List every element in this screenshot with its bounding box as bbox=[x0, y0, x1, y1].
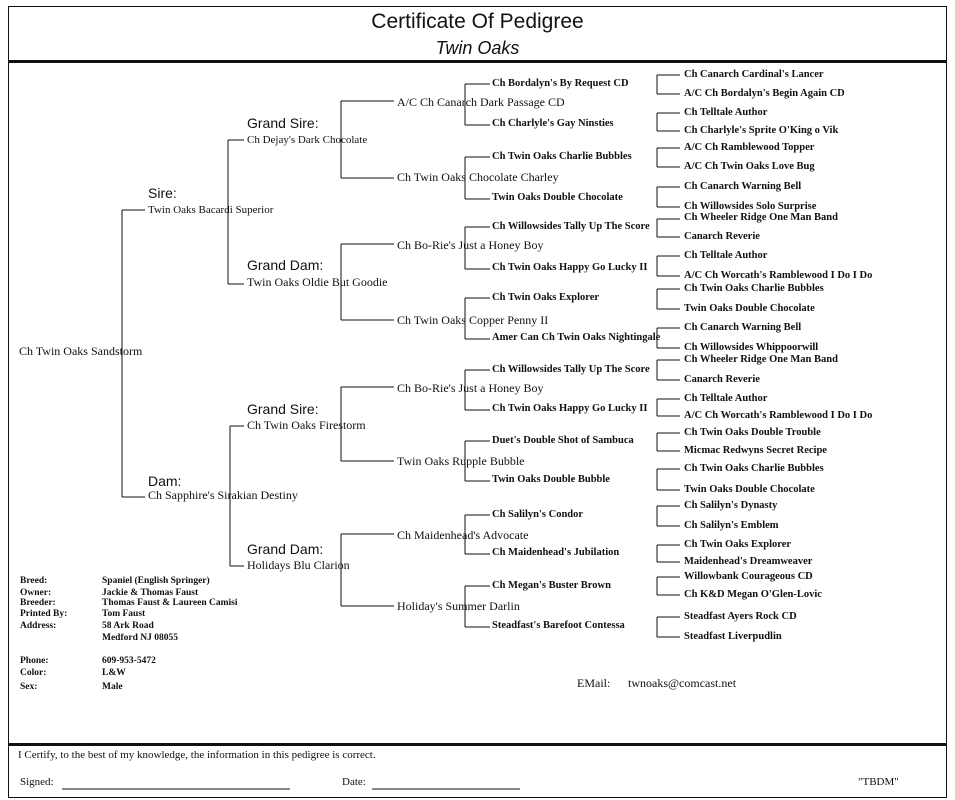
gen3-ancestor: Ch Bo-Rie's Just a Honey Boy bbox=[397, 381, 544, 395]
gen3-ancestor: Ch Bo-Rie's Just a Honey Boy bbox=[397, 238, 544, 252]
breed-label: Breed: bbox=[20, 576, 48, 586]
gen3-ancestor: Ch Twin Oaks Chocolate Charley bbox=[397, 170, 559, 184]
paternal-grand-dam-label: Grand Dam: bbox=[247, 257, 324, 273]
tbdm-mark: "TBDM" bbox=[858, 776, 899, 788]
certification-statement: I Certify, to the best of my knowledge, … bbox=[18, 749, 376, 761]
gen4-ancestor: Ch Twin Oaks Happy Go Lucky II bbox=[492, 262, 648, 273]
gen3-ancestor: Holiday's Summer Darlin bbox=[397, 599, 520, 613]
email-label: EMail: bbox=[577, 676, 611, 690]
gen5-ancestor: Steadfast Liverpudlin bbox=[684, 631, 782, 642]
gen3-ancestor: A/C Ch Canarch Dark Passage CD bbox=[397, 95, 565, 109]
signed-label: Signed: bbox=[20, 776, 54, 788]
gen5-ancestor: Maidenhead's Dreamweaver bbox=[684, 556, 813, 567]
gen5-ancestor: Canarch Reverie bbox=[684, 374, 760, 385]
gen5-ancestor: Ch Twin Oaks Charlie Bubbles bbox=[684, 463, 824, 474]
breeder-value: Thomas Faust & Laureen Camisi bbox=[102, 598, 238, 608]
printed-by-label: Printed By: bbox=[20, 609, 68, 619]
sire-label: Sire: bbox=[148, 185, 177, 201]
paternal-grand-sire-label: Grand Sire: bbox=[247, 115, 319, 131]
gen4-ancestor: Ch Twin Oaks Happy Go Lucky II bbox=[492, 403, 648, 414]
certificate-border bbox=[8, 6, 947, 798]
gen4-ancestor: Ch Charlyle's Gay Ninsties bbox=[492, 118, 614, 129]
printed-by-value: Tom Faust bbox=[102, 609, 146, 619]
gen4-ancestor: Twin Oaks Double Bubble bbox=[492, 474, 610, 485]
phone-value: 609-953-5472 bbox=[102, 656, 156, 666]
gen4-ancestor: Ch Twin Oaks Charlie Bubbles bbox=[492, 151, 632, 162]
maternal-grand-dam-label: Grand Dam: bbox=[247, 541, 324, 557]
sex-label: Sex: bbox=[20, 682, 38, 692]
dam-name: Ch Sapphire's Sirakian Destiny bbox=[148, 488, 298, 502]
gen5-ancestor: A/C Ch Worcath's Ramblewood I Do I Do bbox=[684, 410, 873, 421]
gen4-ancestor: Ch Maidenhead's Jubilation bbox=[492, 547, 620, 558]
maternal-grand-dam-name: Holidays Blu Clarion bbox=[247, 558, 350, 572]
gen5-ancestor: Ch Canarch Warning Bell bbox=[684, 322, 802, 333]
sire-name: Twin Oaks Bacardi Superior bbox=[148, 204, 274, 216]
certificate-title: Certificate Of Pedigree bbox=[371, 10, 584, 33]
gen4-ancestor: Steadfast's Barefoot Contessa bbox=[492, 620, 625, 631]
gen3-ancestor: Twin Oaks Rupple Bubble bbox=[397, 454, 525, 468]
gen4-ancestor: Ch Twin Oaks Explorer bbox=[492, 292, 600, 303]
gen5-ancestor: Ch Wheeler Ridge One Man Band bbox=[684, 212, 838, 223]
gen4-ancestor: Ch Willowsides Tally Up The Score bbox=[492, 221, 650, 232]
gen5-ancestor: Ch Salilyn's Dynasty bbox=[684, 500, 778, 511]
gen5-ancestor: Ch Telltale Author bbox=[684, 107, 768, 118]
gen5-ancestor: A/C Ch Twin Oaks Love Bug bbox=[684, 161, 815, 172]
gen4-ancestor: Duet's Double Shot of Sambuca bbox=[492, 435, 634, 446]
owner-value: Jackie & Thomas Faust bbox=[102, 588, 199, 598]
gen5-ancestor: Twin Oaks Double Chocolate bbox=[684, 303, 815, 314]
gen5-ancestor: Willowbank Courageous CD bbox=[684, 571, 813, 582]
gen5-ancestor: Ch K&D Megan O'Glen-Lovic bbox=[684, 589, 822, 600]
gen5-ancestor: Canarch Reverie bbox=[684, 231, 760, 242]
gen5-ancestor: Ch Charlyle's Sprite O'King o Vik bbox=[684, 125, 839, 136]
footer-divider bbox=[8, 743, 947, 746]
dog-name: Ch Twin Oaks Sandstorm bbox=[19, 344, 143, 358]
breed-value: Spaniel (English Springer) bbox=[102, 576, 210, 586]
gen5-ancestor: Steadfast Ayers Rock CD bbox=[684, 611, 797, 622]
breeder-label: Breeder: bbox=[20, 598, 56, 608]
header-divider bbox=[8, 60, 947, 63]
maternal-grand-sire-name: Ch Twin Oaks Firestorm bbox=[247, 418, 366, 432]
gen5-ancestor: A/C Ch Bordalyn's Begin Again CD bbox=[684, 88, 845, 99]
gen4-ancestor: Ch Salilyn's Condor bbox=[492, 509, 584, 520]
address-label: Address: bbox=[20, 621, 57, 631]
sex-value: Male bbox=[102, 682, 123, 692]
address-line-1: 58 Ark Road bbox=[102, 621, 154, 631]
owner-label: Owner: bbox=[20, 588, 52, 598]
color-value: L&W bbox=[102, 668, 126, 678]
gen4-ancestor: Ch Bordalyn's By Request CD bbox=[492, 78, 629, 89]
gen5-ancestor: Ch Telltale Author bbox=[684, 250, 768, 261]
dam-label: Dam: bbox=[148, 473, 182, 489]
gen5-ancestor: Ch Twin Oaks Explorer bbox=[684, 539, 792, 550]
email-value: twnoaks@comcast.net bbox=[628, 676, 737, 690]
color-label: Color: bbox=[20, 668, 47, 678]
gen4-ancestor: Ch Megan's Buster Brown bbox=[492, 580, 611, 591]
maternal-grand-sire-label: Grand Sire: bbox=[247, 401, 319, 417]
gen5-ancestor: Ch Salilyn's Emblem bbox=[684, 520, 779, 531]
gen5-ancestor: Ch Wheeler Ridge One Man Band bbox=[684, 354, 838, 365]
gen3-ancestor: Ch Maidenhead's Advocate bbox=[397, 528, 529, 542]
gen5-ancestor: Ch Canarch Warning Bell bbox=[684, 181, 802, 192]
gen3-ancestor: Ch Twin Oaks Copper Penny II bbox=[397, 313, 549, 327]
address-line-2: Medford NJ 08055 bbox=[102, 633, 178, 643]
phone-label: Phone: bbox=[20, 656, 49, 666]
gen5-ancestor: A/C Ch Worcath's Ramblewood I Do I Do bbox=[684, 270, 873, 281]
gen5-ancestor: Ch Willowsides Whippoorwill bbox=[684, 342, 819, 353]
gen4-ancestor: Ch Willowsides Tally Up The Score bbox=[492, 364, 650, 375]
gen5-ancestor: Ch Willowsides Solo Surprise bbox=[684, 201, 817, 212]
gen4-ancestor: Twin Oaks Double Chocolate bbox=[492, 192, 623, 203]
gen5-ancestor: Ch Twin Oaks Charlie Bubbles bbox=[684, 283, 824, 294]
kennel-name: Twin Oaks bbox=[435, 38, 520, 58]
gen5-ancestor: Ch Canarch Cardinal's Lancer bbox=[684, 69, 824, 80]
paternal-grand-dam-name: Twin Oaks Oldie But Goodie bbox=[247, 275, 388, 289]
date-label: Date: bbox=[342, 776, 366, 788]
gen5-ancestor: Twin Oaks Double Chocolate bbox=[684, 484, 815, 495]
gen5-ancestor: Ch Twin Oaks Double Trouble bbox=[684, 427, 821, 438]
gen5-ancestor: Micmac Redwyns Secret Recipe bbox=[684, 445, 827, 456]
gen4-ancestor: Amer Can Ch Twin Oaks Nightingale bbox=[492, 332, 661, 343]
paternal-grand-sire-name: Ch Dejay's Dark Chocolate bbox=[247, 134, 368, 146]
gen5-ancestor: A/C Ch Ramblewood Topper bbox=[684, 142, 815, 153]
gen5-ancestor: Ch Telltale Author bbox=[684, 393, 768, 404]
